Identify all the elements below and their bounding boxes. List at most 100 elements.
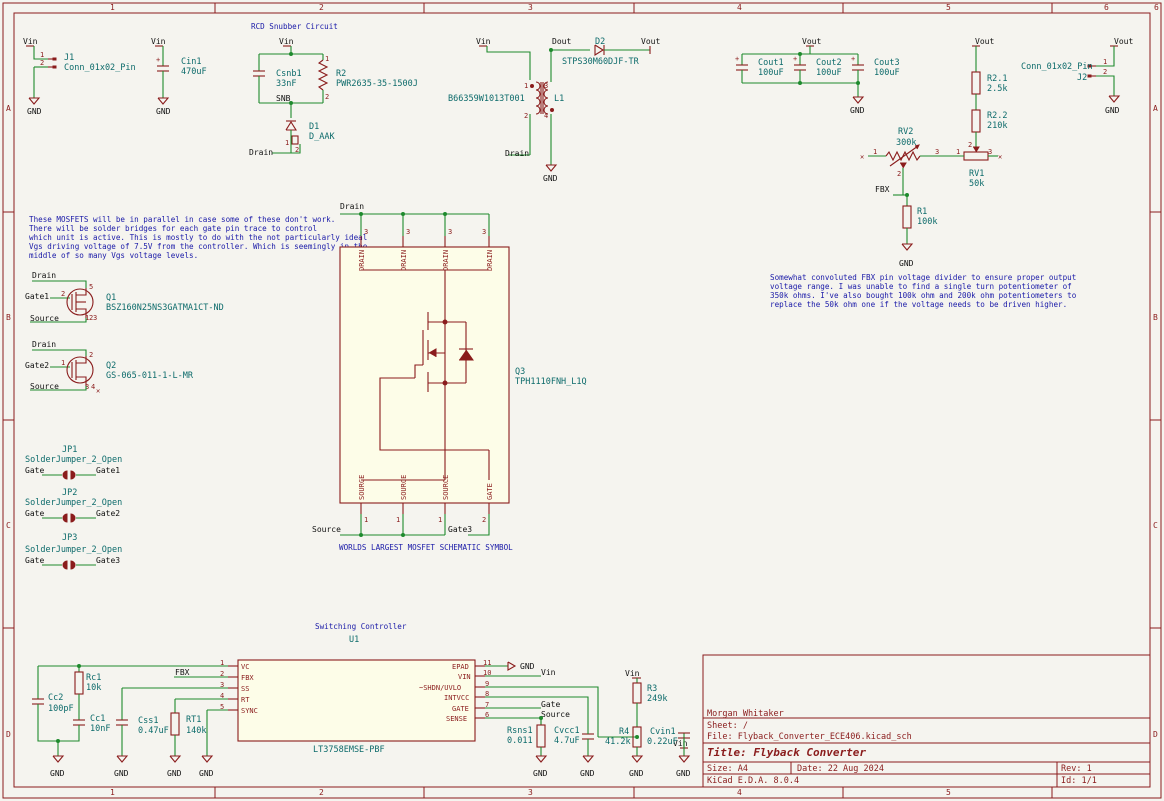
jp1-value: SolderJumper_2_Open bbox=[25, 455, 122, 465]
u1-pin-name: SYNC bbox=[241, 707, 258, 715]
vin-label: Vin bbox=[625, 669, 640, 678]
cc2-ref: Cc2 bbox=[48, 693, 63, 703]
note-line: Vgs driving voltage of 7.5V from the con… bbox=[29, 242, 368, 251]
svg-text:1: 1 bbox=[524, 82, 528, 90]
u1-pin-num: 1 bbox=[220, 659, 224, 667]
row-label: D bbox=[6, 730, 11, 739]
vin-label: Vin bbox=[279, 37, 294, 46]
q3-value: TPH1110FNH_L1Q bbox=[515, 377, 587, 387]
cout3-value: 100uF bbox=[874, 68, 900, 78]
vout-label: Vout bbox=[641, 37, 660, 46]
gnd-label: GND bbox=[199, 769, 214, 778]
gnd-label: GND bbox=[27, 107, 42, 116]
svg-text:2: 2 bbox=[89, 314, 93, 322]
mosfet-note: These MOSFETS will be in parallel in cas… bbox=[29, 215, 368, 260]
d1-ref: D1 bbox=[309, 122, 319, 132]
source-label: Source bbox=[30, 382, 59, 391]
cvcc1-value: 4.7uF bbox=[554, 736, 580, 746]
jp3-ref: JP3 bbox=[62, 533, 77, 543]
d2-ref: D2 bbox=[595, 37, 605, 47]
csnb1-value: 33nF bbox=[276, 79, 296, 89]
cvin1-value: 0.22uF bbox=[647, 737, 678, 747]
svg-text:1: 1 bbox=[873, 148, 877, 156]
row-label: A bbox=[1153, 104, 1158, 113]
cout1-ref: Cout1 bbox=[758, 58, 784, 68]
cout1-value: 100uF bbox=[758, 68, 784, 78]
size-text: Size: A4 bbox=[707, 764, 748, 774]
dout-label: Dout bbox=[552, 37, 571, 46]
fbx-label: FBX bbox=[875, 185, 890, 194]
jp3-value: SolderJumper_2_Open bbox=[25, 545, 122, 555]
row-label: C bbox=[6, 521, 11, 530]
vin-label: Vin bbox=[151, 37, 166, 46]
jp2-value: SolderJumper_2_Open bbox=[25, 498, 122, 508]
svg-text:3: 3 bbox=[448, 228, 452, 236]
svg-text:+: + bbox=[735, 55, 739, 63]
mosfet-symbol-note: WORLDS LARGEST MOSFET SCHEMATIC SYMBOL bbox=[339, 543, 513, 552]
l1-value: B66359W1013T001 bbox=[448, 94, 525, 104]
svg-text:✕: ✕ bbox=[96, 387, 100, 395]
svg-text:3: 3 bbox=[93, 314, 97, 322]
controller-title: Switching Controller bbox=[315, 622, 407, 631]
r21-value: 2.5k bbox=[987, 84, 1007, 94]
title-text: Title: Flyback Converter bbox=[707, 746, 866, 759]
u1-pin-name: RT bbox=[241, 696, 250, 704]
gnd-label: GND bbox=[156, 107, 171, 116]
svg-text:2: 2 bbox=[325, 93, 329, 101]
rcd-snubber: RCD Snubber Circuit Vin Csnb1 33nF 12 R2… bbox=[249, 22, 418, 157]
gnd-label: GND bbox=[1105, 106, 1120, 115]
u1-pin-num: 5 bbox=[220, 703, 224, 711]
r22-ref: R2.2 bbox=[987, 111, 1007, 121]
note-line: replace the 50k ohm one if the voltage n… bbox=[770, 300, 1067, 309]
q3-pin-source: SOURCE bbox=[400, 475, 408, 500]
svg-text:3: 3 bbox=[988, 148, 992, 156]
connector-j1: Vin 1 2 J1 Conn_01x02_Pin GND bbox=[23, 37, 136, 116]
u1-pin-num: 3 bbox=[220, 681, 224, 689]
r1-ref: R1 bbox=[917, 207, 927, 217]
rsns1-ref: Rsns1 bbox=[507, 726, 533, 736]
u1-pin-name: SENSE bbox=[446, 715, 467, 723]
svg-text:3: 3 bbox=[85, 383, 89, 391]
u1-pin-name: VIN bbox=[458, 673, 471, 681]
r21-ref: R2.1 bbox=[987, 74, 1007, 84]
r2-ref: R2 bbox=[336, 69, 346, 79]
gate1-label: Gate1 bbox=[96, 466, 120, 475]
note-line: These MOSFETS will be in parallel in cas… bbox=[29, 215, 335, 224]
rv1-ref: RV1 bbox=[969, 169, 984, 179]
vout-label: Vout bbox=[975, 37, 994, 46]
cout2-value: 100uF bbox=[816, 68, 842, 78]
svg-text:1: 1 bbox=[438, 516, 442, 524]
gnd-label: GND bbox=[629, 769, 644, 778]
svg-text:2: 2 bbox=[295, 146, 299, 154]
svg-text:1: 1 bbox=[1103, 58, 1107, 66]
gate-label: Gate bbox=[25, 466, 44, 475]
svg-text:5: 5 bbox=[89, 283, 93, 291]
vin-label: Vin bbox=[23, 37, 38, 46]
col-label: 4 bbox=[737, 788, 742, 797]
cc1-value: 10nF bbox=[90, 724, 110, 734]
rc1-value: 10k bbox=[86, 683, 101, 693]
col-label: 6 bbox=[1104, 3, 1109, 12]
q3-pin-drain: DRAIN bbox=[358, 250, 366, 271]
drain-label: Drain bbox=[32, 340, 56, 349]
svg-text:+: + bbox=[156, 56, 160, 64]
svg-text:1: 1 bbox=[325, 55, 329, 63]
j1-value: Conn_01x02_Pin bbox=[64, 63, 136, 73]
vout-label: Vout bbox=[1114, 37, 1133, 46]
r22-value: 210k bbox=[987, 121, 1007, 131]
svg-text:3: 3 bbox=[935, 148, 939, 156]
r3-value: 249k bbox=[647, 694, 667, 704]
capacitor-cin1: Vin + Cin1 470uF GND bbox=[151, 37, 207, 116]
u1-pin-num: 8 bbox=[485, 690, 489, 698]
fbx-note: Somewhat convoluted FBX pin voltage divi… bbox=[770, 273, 1077, 309]
cin1-ref: Cin1 bbox=[181, 57, 201, 67]
col-label: 5 bbox=[946, 3, 951, 12]
r4-ref: R4 bbox=[619, 727, 629, 737]
rev-text: Rev: 1 bbox=[1061, 764, 1092, 774]
row-label: A bbox=[6, 104, 11, 113]
cin1-value: 470uF bbox=[181, 67, 207, 77]
col-label: 1 bbox=[110, 788, 115, 797]
author-text: Morgan Whitaker bbox=[707, 709, 784, 719]
row-label: B bbox=[6, 313, 11, 322]
